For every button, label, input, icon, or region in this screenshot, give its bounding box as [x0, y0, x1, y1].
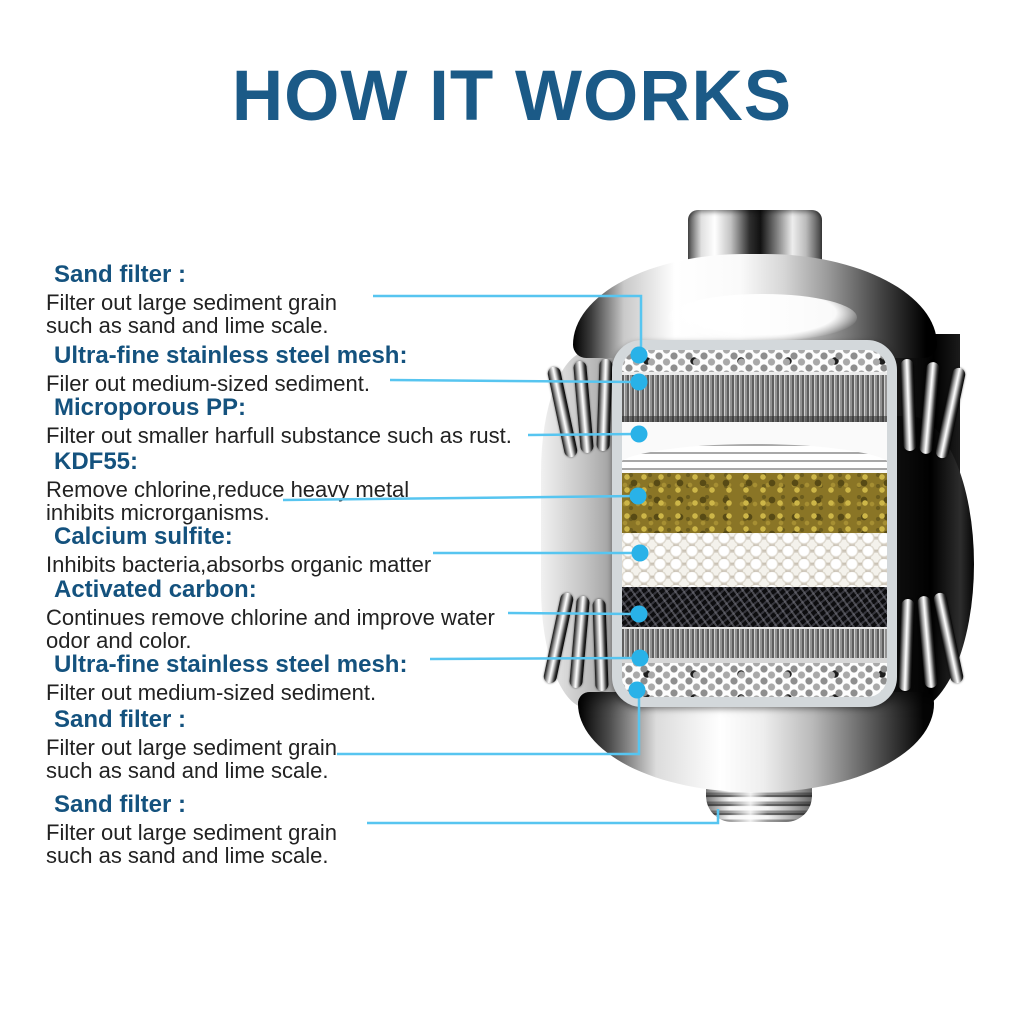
layer-sand-filter-bottom: [622, 663, 887, 697]
layer-stainless-mesh-top: [622, 372, 887, 422]
cutaway-window: [612, 340, 897, 707]
layer-label: Sand filter : Filter out large sediment …: [46, 706, 337, 782]
layer-label: KDF55: Remove chlorine,reduce heavy meta…: [46, 448, 409, 524]
layer-label-desc-line: such as sand and lime scale.: [46, 313, 329, 338]
layer-label-desc-line: Filer out medium-sized sediment.: [46, 371, 371, 396]
filter-bottom-dome: [578, 692, 934, 792]
layer-label-descriptions: Filter out smaller harfull substance suc…: [46, 424, 512, 447]
layer-label: Sand filter : Filter out large sediment …: [46, 791, 337, 867]
layer-label-heading: Ultra-fine stainless steel mesh:: [54, 342, 408, 369]
layer-label-descriptions: Continues remove chlorine and improve wa…: [46, 606, 495, 652]
layer-label-heading: Sand filter :: [54, 706, 187, 733]
layer-label-descriptions: Filer out medium-sized sediment.: [46, 372, 407, 395]
layer-label-heading: KDF55:: [54, 448, 139, 475]
layer-label-desc-line: Filter out smaller harfull substance suc…: [46, 423, 512, 448]
layer-label-heading: Activated carbon:: [54, 576, 257, 603]
layer-label-heading: Sand filter :: [54, 261, 187, 288]
layer-stainless-mesh-bottom: [622, 627, 887, 663]
layer-label: Sand filter : Filter out large sediment …: [46, 261, 337, 337]
layer-label: Ultra-fine stainless steel mesh: Filter …: [46, 651, 407, 704]
layer-label-descriptions: Filter out medium-sized sediment.: [46, 681, 407, 704]
connector-line: [367, 809, 720, 825]
layer-label-desc-line: Inhibits bacteria,absorbs organic matter: [46, 552, 432, 577]
layer-calcium-sulfite: [622, 533, 887, 587]
layer-label-desc-line: Filter out large sediment grain: [46, 820, 338, 845]
layer-label-desc-line: such as sand and lime scale.: [46, 758, 329, 783]
layer-label-heading: Ultra-fine stainless steel mesh:: [54, 651, 408, 678]
layer-label-descriptions: Inhibits bacteria,absorbs organic matter: [46, 553, 431, 576]
layer-sand-filter-top: [622, 350, 887, 372]
layer-label-heading: Calcium sulfite:: [54, 523, 233, 550]
layer-label: Ultra-fine stainless steel mesh: Filer o…: [46, 342, 407, 395]
layer-label-desc-line: Filter out large sediment grain: [46, 735, 338, 760]
layer-label-desc-line: Continues remove chlorine and improve wa…: [46, 605, 495, 630]
layer-label-heading: Microporous PP:: [54, 394, 247, 421]
pp-ridges: [622, 444, 887, 470]
chrome-highlight: [667, 293, 857, 342]
layer-kdf55: [622, 473, 887, 533]
layer-microporous-pp: [622, 422, 887, 473]
layer-label-desc-line: Remove chlorine,reduce heavy metal: [46, 477, 410, 502]
page-title: HOW IT WORKS: [231, 57, 793, 136]
layer-label-desc-line: inhibits microrganisms.: [46, 500, 270, 525]
layer-label-desc-line: Filter out large sediment grain: [46, 290, 338, 315]
layer-label-desc-line: Filter out medium-sized sediment.: [46, 680, 377, 705]
layer-label: Calcium sulfite: Inhibits bacteria,absor…: [46, 523, 431, 576]
layer-label-desc-line: odor and color.: [46, 628, 192, 653]
layer-activated-carbon: [622, 587, 887, 627]
layer-label-heading: Sand filter :: [54, 791, 187, 818]
layer-label: Microporous PP: Filter out smaller harfu…: [46, 394, 512, 447]
layer-label: Activated carbon: Continues remove chlor…: [46, 576, 495, 652]
layer-label-desc-line: such as sand and lime scale.: [46, 843, 329, 868]
